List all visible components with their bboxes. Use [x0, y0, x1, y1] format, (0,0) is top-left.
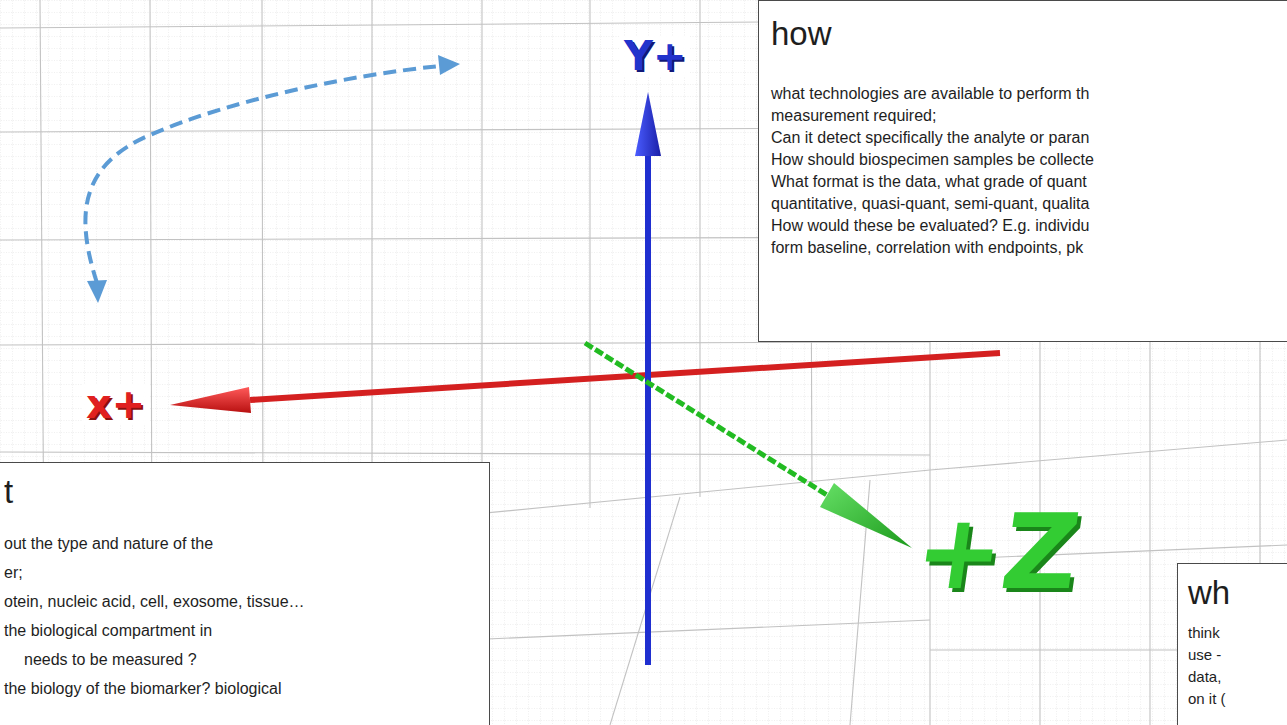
- box-text-line: How would these be evaluated? E.g. indiv…: [771, 215, 1287, 237]
- y-axis-arrowhead: [635, 92, 661, 156]
- box-text-line: form baseline, correlation with endpoint…: [771, 237, 1287, 259]
- box-heading: wh: [1188, 570, 1287, 616]
- grid-part: [930, 440, 1287, 470]
- arc-arrowhead: [438, 55, 460, 75]
- z-axis-line: [585, 343, 827, 495]
- grid-part: [0, 342, 930, 345]
- box-text-line: needs to be measured ?: [4, 645, 481, 674]
- box-text-line: data,: [1188, 666, 1287, 688]
- box-heading: how: [771, 9, 1287, 59]
- box-text-line: Can it detect specifically the analyte o…: [771, 127, 1287, 149]
- box-text-line: measurement required;: [771, 105, 1287, 127]
- box-text-line: the biological compartment in: [4, 616, 481, 645]
- grid-part: [699, 0, 700, 497]
- grid-part: [481, 0, 482, 518]
- what-box: t out the type and nature of theer;otein,…: [0, 462, 490, 725]
- why-box: wh thinkuse -data,on it (: [1177, 563, 1287, 725]
- y-axis-label: Y+: [620, 36, 690, 76]
- box-heading: t: [4, 469, 481, 515]
- z-axis: [585, 343, 912, 548]
- box-text-line: think: [1188, 622, 1287, 644]
- box-text-line: quantitative, quasi-quant, semi-quant, q…: [771, 193, 1287, 215]
- how-box: how what technologies are available to pe…: [758, 0, 1287, 342]
- box-text-line: out the type and nature of the: [4, 529, 481, 558]
- x-axis-line: [250, 353, 1000, 400]
- z-axis-label: +Z: [905, 500, 1090, 604]
- grid-part: [0, 452, 930, 455]
- x-axis-arrowhead: [170, 387, 251, 413]
- grid-part: [589, 0, 590, 508]
- box-text-line: er;: [4, 558, 481, 587]
- x-axis-label: x+: [82, 384, 149, 424]
- box-text-line: How should biospecimen samples be collec…: [771, 149, 1287, 171]
- arc-arrowhead: [87, 280, 107, 303]
- grid-part: [371, 0, 372, 528]
- grid-part: [262, 0, 263, 538]
- dashed-arc: [85, 66, 440, 283]
- box-text-line: What format is the data, what grade of q…: [771, 171, 1287, 193]
- z-axis-arrowhead: [820, 483, 912, 548]
- x-axis: [170, 353, 1000, 413]
- box-text-line: the biology of the biomarker? biological: [4, 674, 481, 703]
- box-text-line: otein, nucleic acid, cell, exosome, tiss…: [4, 587, 481, 616]
- y-axis-line: [645, 152, 651, 665]
- box-text-line: use -: [1188, 644, 1287, 666]
- rotation-arrow: [85, 55, 460, 303]
- box-text-line: what technologies are available to perfo…: [771, 83, 1287, 105]
- box-text-line: on it (: [1188, 688, 1287, 710]
